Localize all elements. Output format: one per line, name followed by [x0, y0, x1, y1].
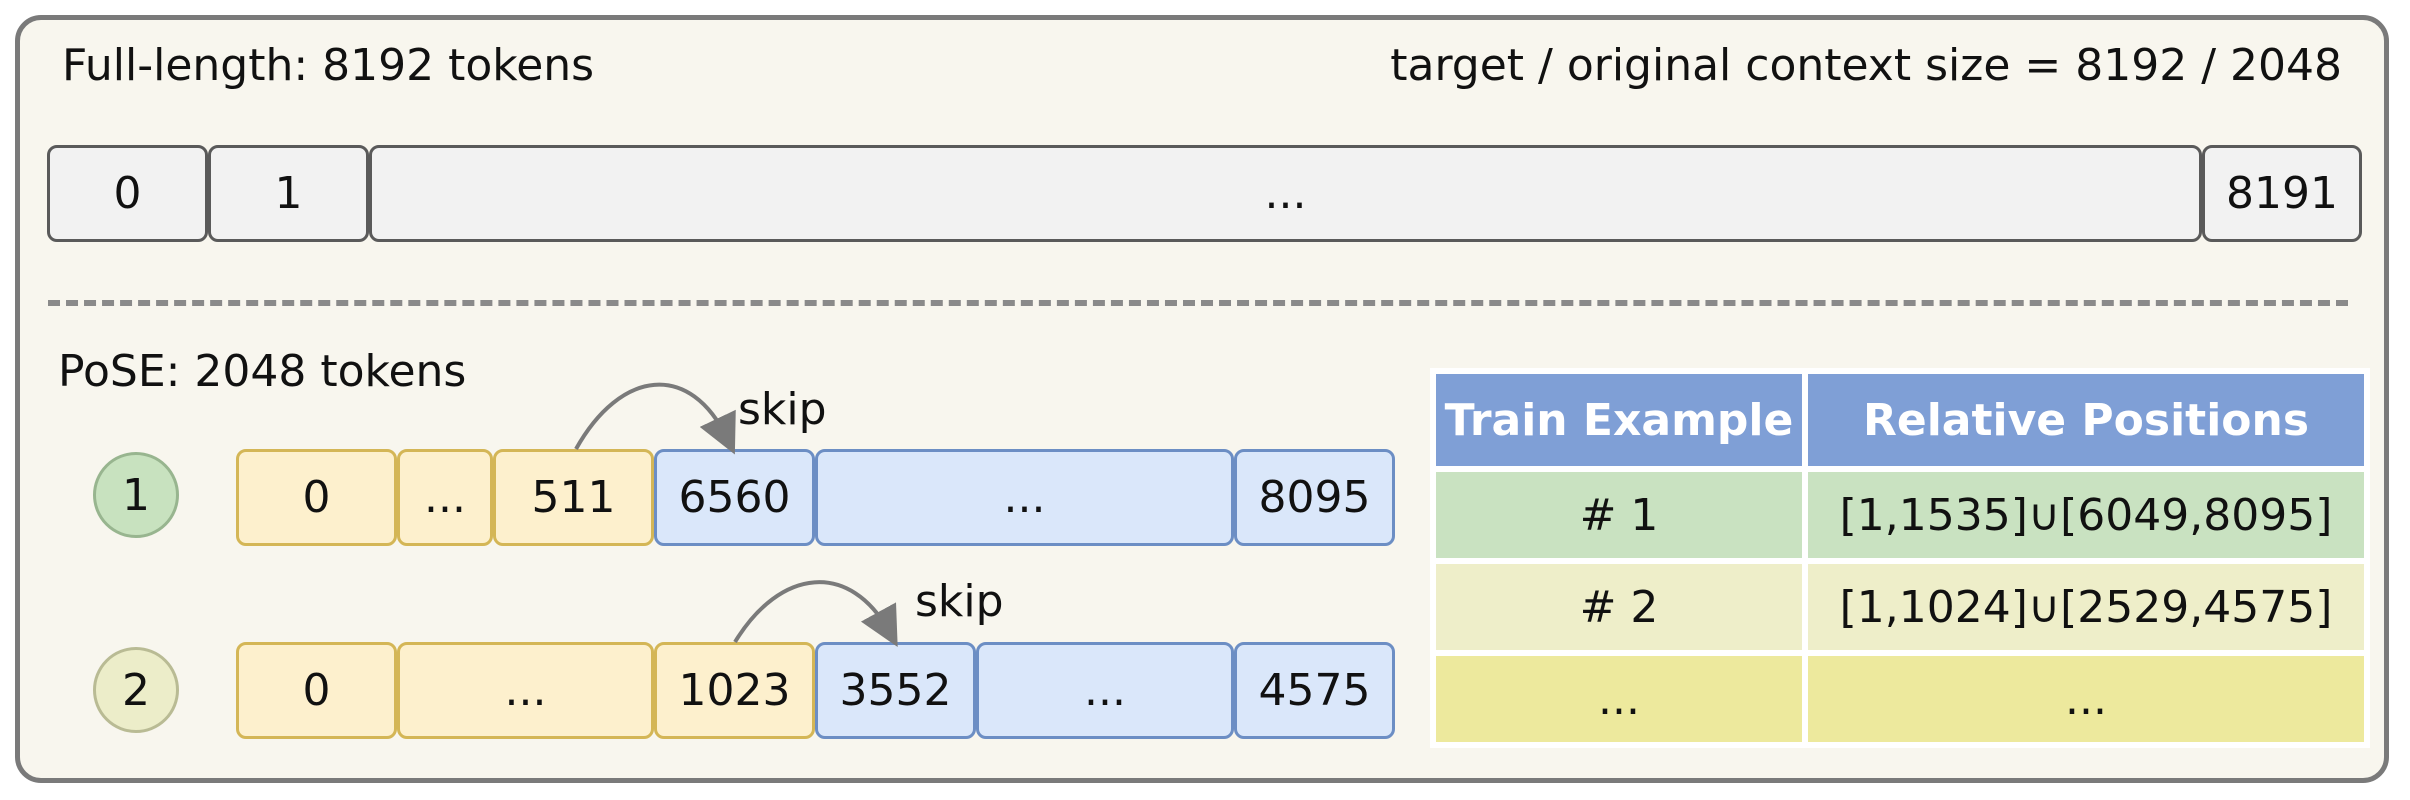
- header-train-example: Train Example: [1436, 374, 1802, 466]
- row1-cell-ellipsis-b: ...: [815, 449, 1234, 546]
- header-relative-positions: Relative Positions: [1808, 374, 2364, 466]
- table-cell-example: ...: [1436, 656, 1802, 742]
- row1-cell-8095: 8095: [1234, 449, 1395, 546]
- table-row: # 2 [1,1024]∪[2529,4575]: [1436, 564, 2364, 650]
- table-cell-positions: ...: [1808, 656, 2364, 742]
- row1-cell-0: 0: [236, 449, 397, 546]
- example-2-badge: 2: [93, 647, 179, 733]
- row2-cell-4575: 4575: [1234, 642, 1395, 739]
- table-row: # 1 [1,1535]∪[6049,8095]: [1436, 472, 2364, 558]
- full-token-cell-last: 8191: [2202, 145, 2362, 242]
- table-cell-positions: [1,1024]∪[2529,4575]: [1808, 564, 2364, 650]
- pose-label: PoSE: 2048 tokens: [58, 346, 467, 397]
- table-cell-example: # 1: [1436, 472, 1802, 558]
- row2-cell-3552: 3552: [815, 642, 976, 739]
- row1-skip-label: skip: [738, 384, 827, 435]
- row1-cell-6560: 6560: [654, 449, 815, 546]
- row2-cell-ellipsis-a: ...: [397, 642, 654, 739]
- full-token-cell-1: 1: [208, 145, 369, 242]
- context-ratio-label: target / original context size = 8192 / …: [1390, 40, 2342, 91]
- row2-cell-1023: 1023: [654, 642, 815, 739]
- full-length-label: Full-length: 8192 tokens: [62, 40, 595, 91]
- row1-cell-ellipsis-a: ...: [397, 449, 493, 546]
- row2-cell-0: 0: [236, 642, 397, 739]
- table-header-row: Train Example Relative Positions: [1436, 374, 2364, 466]
- row2-skip-label: skip: [915, 576, 1004, 627]
- table-cell-positions: [1,1535]∪[6049,8095]: [1808, 472, 2364, 558]
- relative-positions-table: Train Example Relative Positions # 1 [1,…: [1430, 368, 2370, 748]
- example-1-badge: 1: [93, 452, 179, 538]
- full-token-cell-0: 0: [47, 145, 208, 242]
- table-row: ... ...: [1436, 656, 2364, 742]
- full-token-cell-ellipsis: ...: [369, 145, 2202, 242]
- row2-cell-ellipsis-b: ...: [976, 642, 1234, 739]
- section-divider: [48, 300, 2348, 306]
- row1-cell-511: 511: [493, 449, 654, 546]
- table-cell-example: # 2: [1436, 564, 1802, 650]
